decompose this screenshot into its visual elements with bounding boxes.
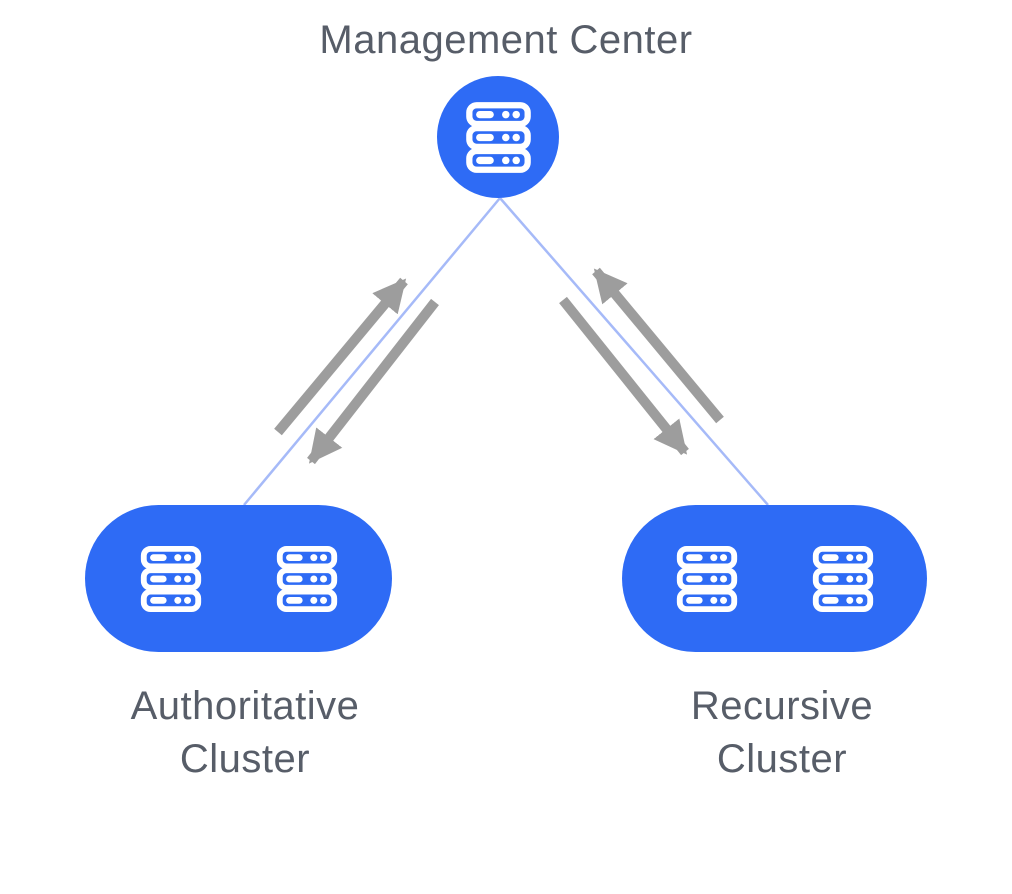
recursive-cluster-label: Recursive Cluster bbox=[597, 680, 967, 786]
server-icon bbox=[272, 544, 342, 614]
management-center-label: Management Center bbox=[319, 18, 693, 62]
recursive-cluster-node bbox=[622, 505, 927, 652]
server-icon bbox=[136, 544, 206, 614]
arrow-management-to-recursive-icon bbox=[559, 296, 689, 456]
authoritative-cluster-label: Authoritative Cluster bbox=[60, 680, 430, 786]
server-icon bbox=[461, 100, 536, 175]
server-icon bbox=[808, 544, 878, 614]
management-center-node bbox=[437, 76, 559, 198]
link-management-authoritative bbox=[243, 197, 501, 506]
label-line: Authoritative bbox=[130, 684, 360, 728]
arrow-authoritative-to-management-icon bbox=[274, 277, 408, 436]
arrow-management-to-authoritative-icon bbox=[307, 298, 439, 465]
server-icon bbox=[672, 544, 742, 614]
label-line: Recursive bbox=[690, 684, 874, 728]
label-line: Cluster bbox=[179, 737, 311, 781]
authoritative-cluster-node bbox=[85, 505, 392, 652]
label-line: Cluster bbox=[716, 737, 848, 781]
arrow-recursive-to-management-icon bbox=[592, 267, 724, 424]
link-management-recursive bbox=[499, 197, 769, 506]
